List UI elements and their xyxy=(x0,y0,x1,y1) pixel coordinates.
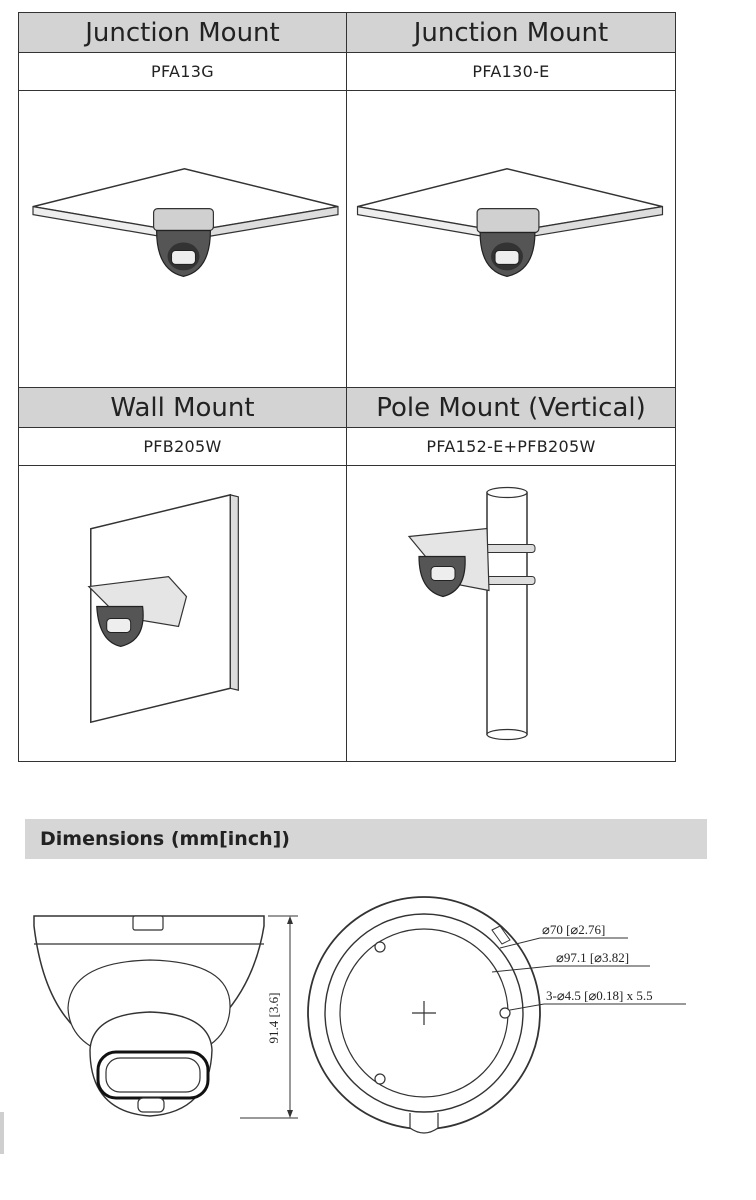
pole-camera-drawing xyxy=(407,486,536,741)
page-edge-mark xyxy=(0,1112,4,1154)
mount-model-pfa152e-pfb205w: PFA152-E+PFB205W xyxy=(347,428,675,466)
ceiling-camera-drawing-2 xyxy=(356,167,664,277)
outer-diameter-label: ⌀97.1 [⌀3.82] xyxy=(556,950,629,965)
wall-mount-illustration xyxy=(19,466,347,761)
mount-accessory-table: Junction Mount Junction Mount PFA13G PFA… xyxy=(18,12,676,762)
camera-bottom-view xyxy=(307,896,541,1134)
pole-mount-illustration xyxy=(347,466,675,761)
mount-model-pfa130e: PFA130-E xyxy=(347,53,675,91)
mount-model-pfa13g: PFA13G xyxy=(19,53,347,91)
height-label: 91.4 [3.6] xyxy=(266,993,281,1044)
height-dimension-line: 91.4 [3.6] xyxy=(240,915,298,1119)
junction-mount-illustration-2 xyxy=(347,91,675,388)
ceiling-camera-drawing xyxy=(32,167,339,277)
mount-title-junction-1: Junction Mount xyxy=(19,13,347,53)
camera-side-view xyxy=(33,915,265,1117)
mount-model-pfb205w: PFB205W xyxy=(19,428,347,466)
wall-camera-drawing xyxy=(87,493,239,724)
mount-title-wall: Wall Mount xyxy=(19,388,347,428)
mount-title-pole: Pole Mount (Vertical) xyxy=(347,388,675,428)
dimensions-heading: Dimensions (mm[inch]) xyxy=(25,819,707,859)
junction-mount-illustration-1 xyxy=(19,91,347,388)
inner-diameter-label: ⌀70 [⌀2.76] xyxy=(542,922,605,937)
diameter-callouts: ⌀70 [⌀2.76] ⌀97.1 [⌀3.82] 3-⌀4.5 [⌀0.18]… xyxy=(491,922,686,1011)
mount-title-junction-2: Junction Mount xyxy=(347,13,675,53)
dimension-drawing: 91.4 [3.6] ⌀70 [⌀2.76] ⌀97.1 [⌀3.82] 3-⌀… xyxy=(33,896,686,1134)
mounting-hole-label: 3-⌀4.5 [⌀0.18] x 5.5 xyxy=(546,988,653,1003)
